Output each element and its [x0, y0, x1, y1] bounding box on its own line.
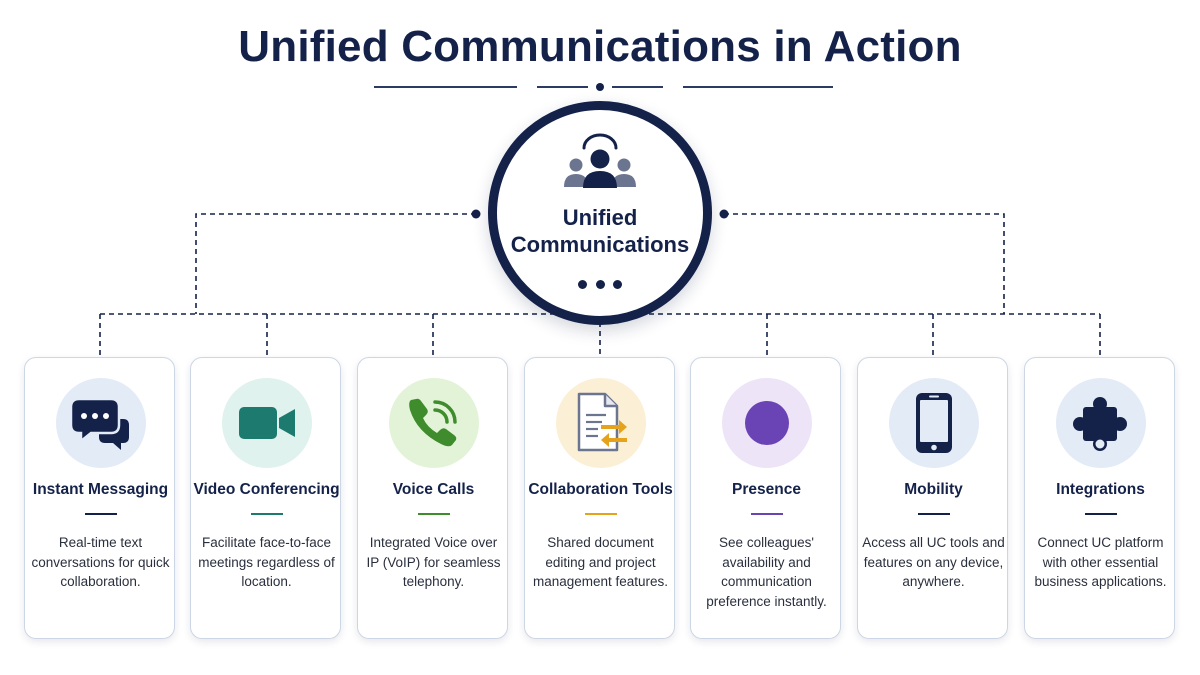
presence-status-icon [745, 401, 789, 445]
title-rule-left [374, 86, 517, 88]
connector-hub-left [195, 213, 476, 314]
puzzle-piece-icon [1073, 397, 1127, 451]
card-rule [918, 513, 950, 515]
card-description: See colleagues' availability and communi… [706, 535, 827, 609]
card-rule [585, 513, 617, 515]
card-title: Mobility [904, 481, 963, 498]
title-rule-center-right [612, 86, 663, 88]
icon-badge [222, 378, 312, 468]
connector-node-left [471, 209, 481, 219]
feature-card-instant-messaging: Instant Messaging Real-time text convers… [24, 357, 175, 639]
connector-node-right [719, 209, 729, 219]
feature-card-presence: Presence See colleagues' availability an… [690, 357, 841, 639]
hub-label: Unified Communications [510, 205, 690, 257]
icon-badge [56, 378, 146, 468]
card-title: Collaboration Tools [528, 481, 673, 498]
diagram-title: Unified Communications in Action [238, 22, 962, 71]
title-rule-center-left [537, 86, 588, 88]
group-people-icon [564, 133, 636, 188]
video-camera-icon [239, 407, 295, 439]
hub-circle: Unified Communications [488, 101, 712, 325]
chat-bubbles-icon [69, 397, 129, 450]
smartphone-icon [916, 393, 952, 453]
icon-badge [1056, 378, 1146, 468]
icon-badge [389, 378, 479, 468]
card-title: Voice Calls [392, 481, 475, 498]
card-title: Presence [732, 481, 801, 498]
hub-dots [578, 280, 622, 289]
feature-card-video-conferencing: Video Conferencing Facilitate face-to-fa… [190, 357, 341, 639]
card-description: Connect UC platform with other essential… [1034, 535, 1167, 589]
card-title: Video Conferencing [193, 481, 340, 498]
phone-icon [409, 398, 457, 447]
feature-card-integrations: Integrations Connect UC platform with ot… [1024, 357, 1175, 639]
feature-card-voice-calls: Voice Calls Integrated Voice over IP (Vo… [357, 357, 508, 639]
card-description: Access all UC tools and features on any … [862, 535, 1005, 589]
feature-card-collaboration-tools: Collaboration Tools Shared document edit… [524, 357, 675, 639]
icon-badge [722, 378, 812, 468]
card-description: Shared document editing and project mana… [532, 535, 669, 589]
card-title: Instant Messaging [32, 481, 169, 498]
connector-hub-right [724, 213, 1005, 314]
card-rule [251, 513, 283, 515]
feature-card-mobility: Mobility Access all UC tools and feature… [857, 357, 1008, 639]
shared-document-icon [577, 392, 627, 452]
card-rule [418, 513, 450, 515]
card-title: Integrations [1056, 481, 1145, 498]
icon-badge [556, 378, 646, 468]
card-description: Integrated Voice over IP (VoIP) for seam… [366, 535, 501, 589]
icon-badge [889, 378, 979, 468]
card-rule [751, 513, 783, 515]
card-description: Facilitate face-to-face meetings regardl… [198, 535, 335, 589]
card-rule [85, 513, 117, 515]
card-description: Real-time text conversations for quick c… [31, 535, 170, 589]
title-center-dot [596, 83, 604, 91]
title-rule-right [683, 86, 833, 88]
card-rule [1085, 513, 1117, 515]
